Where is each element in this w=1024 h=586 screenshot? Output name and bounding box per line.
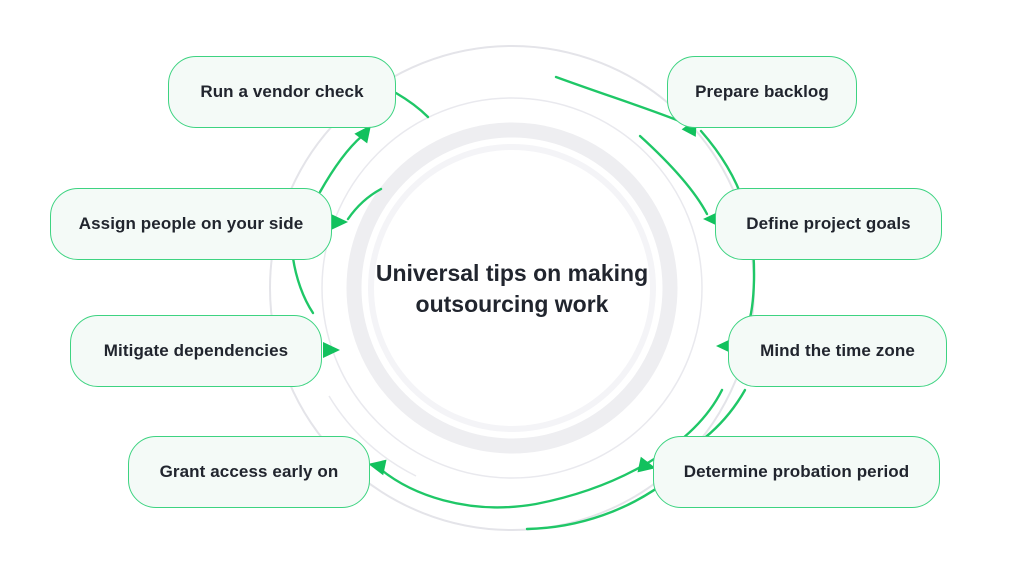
tip-box-run-vendor-check: Run a vendor check: [168, 56, 396, 128]
center-ring-inner: [368, 144, 656, 432]
inner-thin-circle: [321, 97, 703, 479]
arrowhead-icon: [323, 342, 340, 358]
arrowhead-icon: [331, 214, 348, 230]
connector-vendor-stub: [394, 91, 430, 119]
tip-box-assign-people: Assign people on your side: [50, 188, 332, 260]
tip-box-prepare-backlog: Prepare backlog: [667, 56, 857, 128]
arrowhead-icon: [637, 456, 656, 473]
tip-box-mitigate-dependencies: Mitigate dependencies: [70, 315, 322, 387]
connector-backlog-to-define: [638, 134, 709, 216]
tip-box-grant-access: Grant access early on: [128, 436, 370, 508]
connector-assign-to-vendor: [318, 134, 364, 194]
center-ring: [346, 122, 678, 454]
arrowhead-icon: [354, 125, 372, 144]
connector-bottom-to-grant: [377, 388, 724, 509]
tip-box-define-project-goals: Define project goals: [715, 188, 942, 260]
arrowhead-icon: [368, 459, 387, 476]
decorative-arc: [328, 395, 417, 477]
connector-assign-to-mitigate: [291, 256, 315, 315]
connector-assign-stub: [346, 187, 383, 221]
tip-box-determine-probation: Determine probation period: [653, 436, 940, 508]
tip-box-mind-time-zone: Mind the time zone: [728, 315, 947, 387]
diagram-title: Universal tips on making outsourcing wor…: [375, 260, 649, 317]
